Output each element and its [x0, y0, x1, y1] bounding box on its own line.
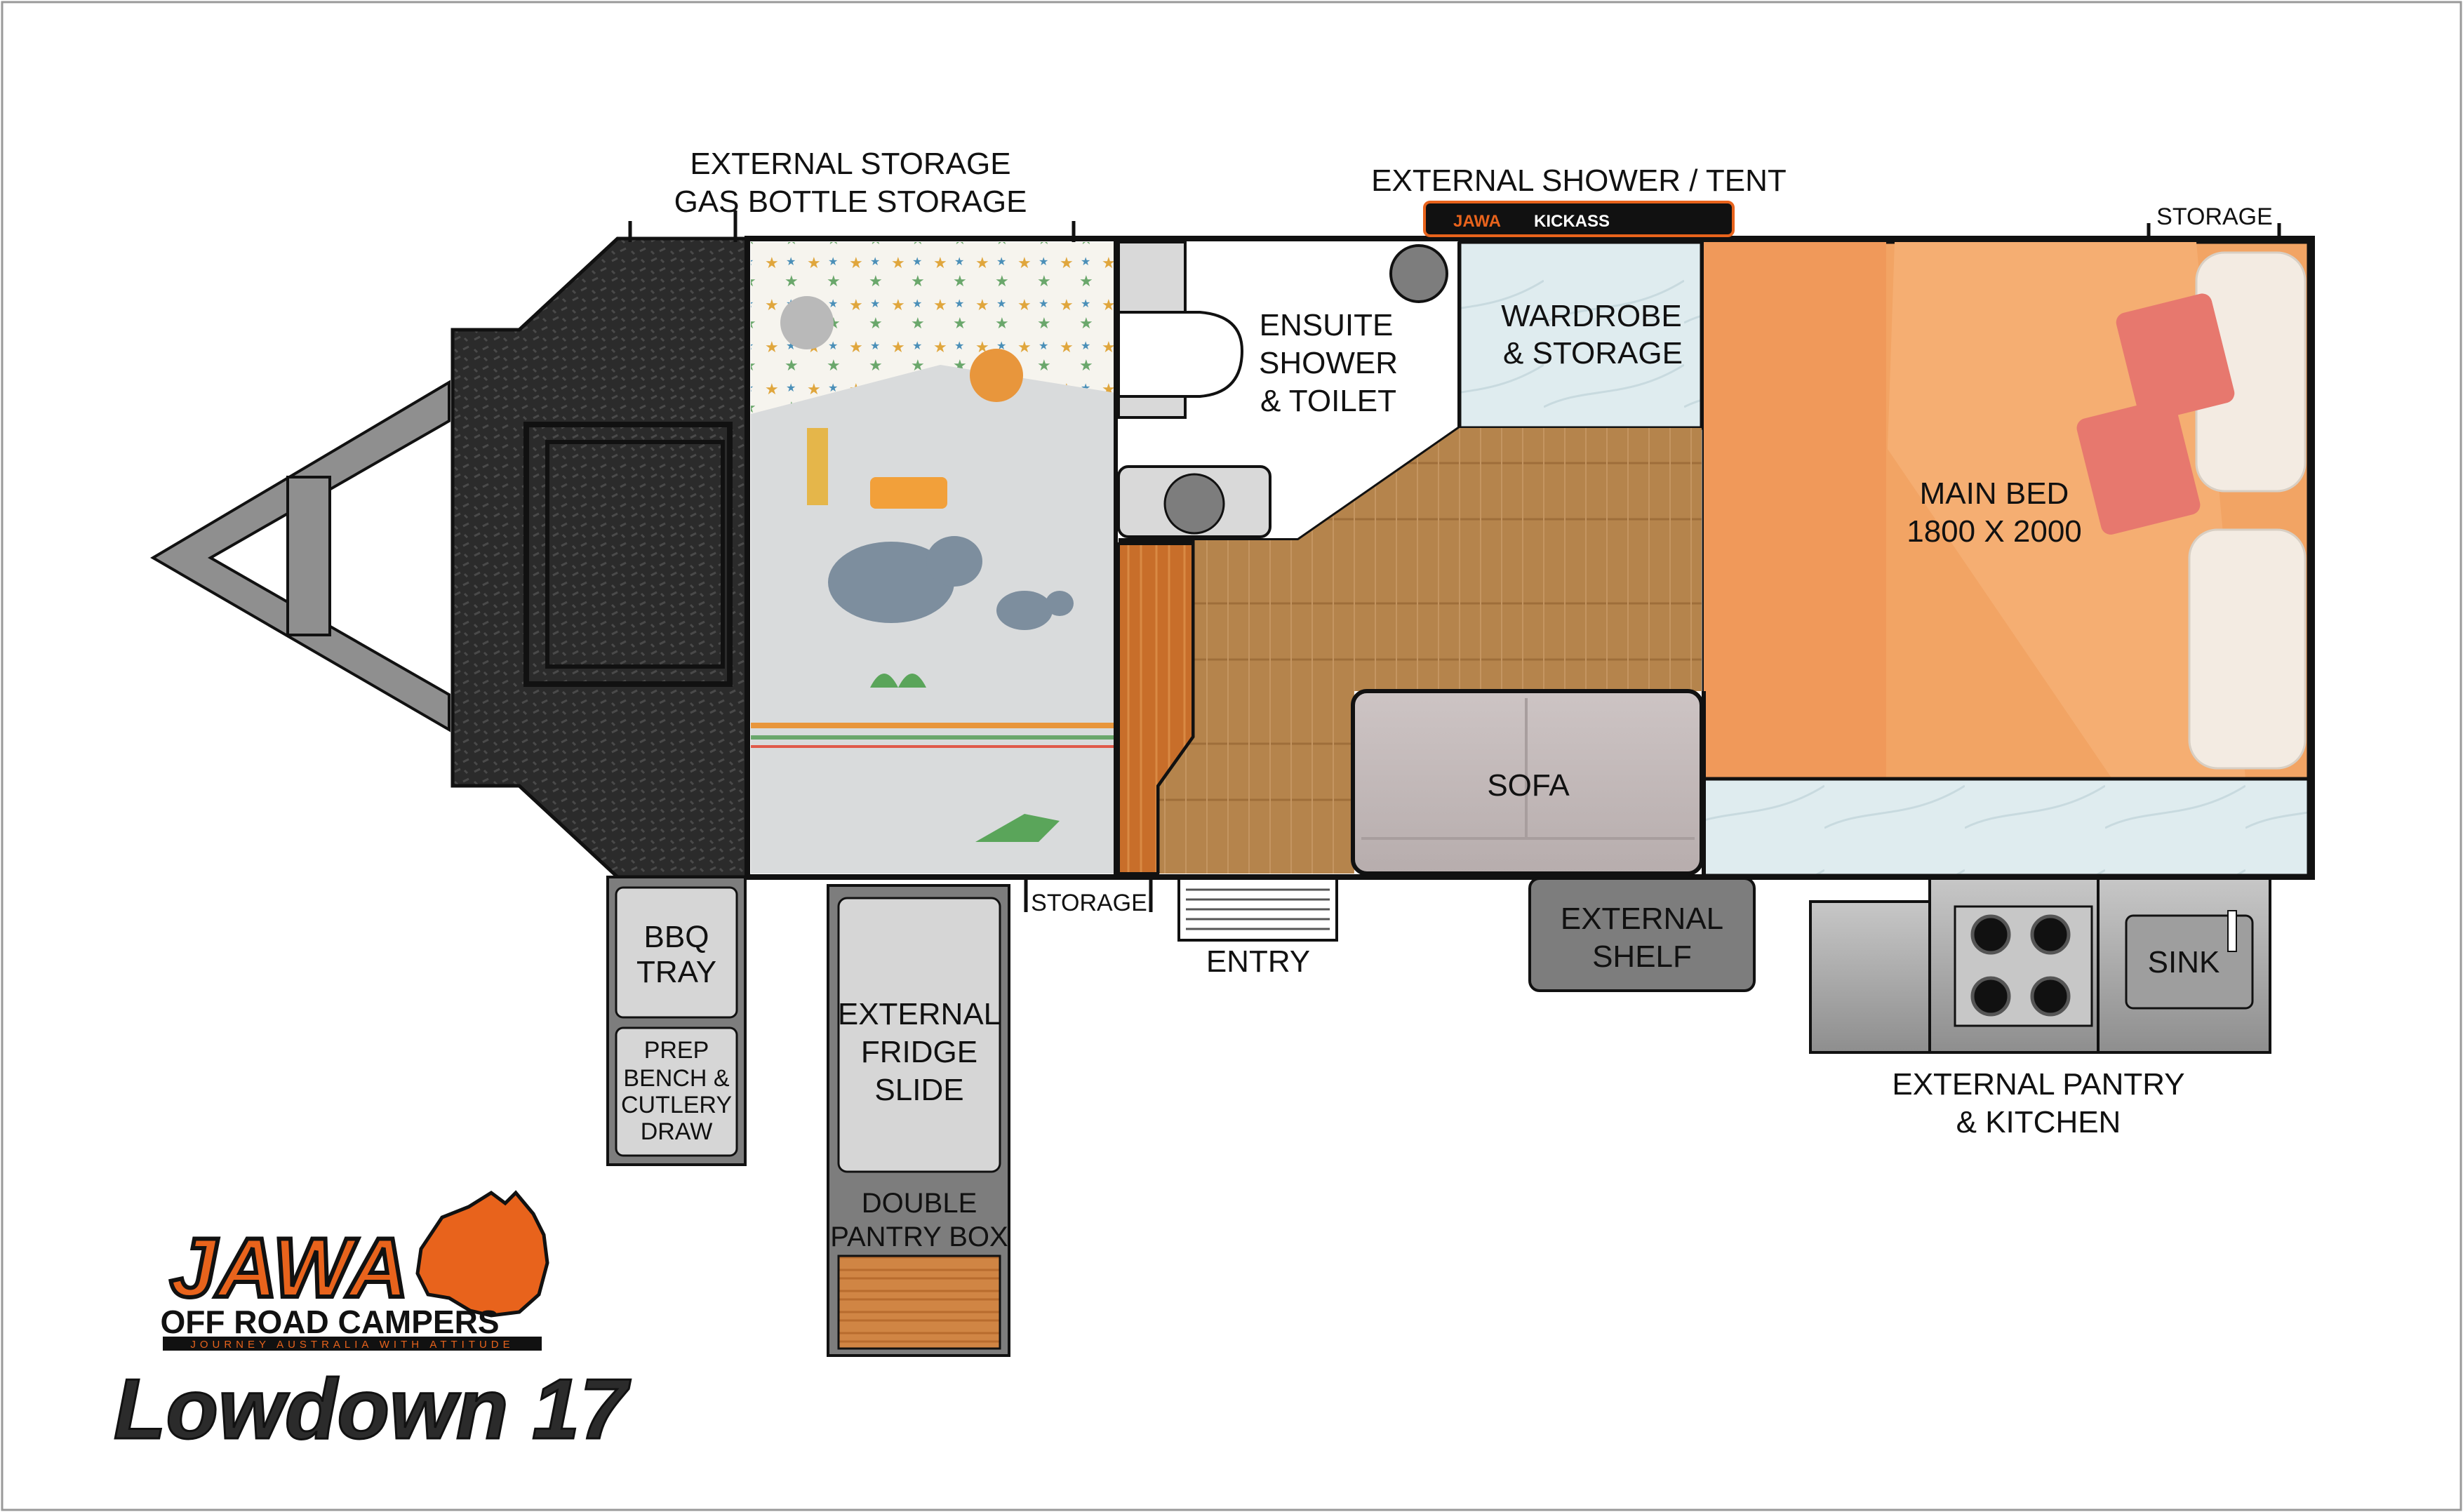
bbq-prep-unit [606, 876, 747, 1166]
wardrobe [1457, 240, 1704, 430]
label-prep-2: BENCH & [623, 1065, 729, 1092]
label-wardrobe-1: WARDROBE [1501, 299, 1682, 333]
label-kitchen-1: EXTERNAL PANTRY [1892, 1067, 2184, 1102]
label-gas-bottle-storage: GAS BOTTLE STORAGE [674, 185, 1027, 219]
sink-tap-icon [2227, 910, 2237, 952]
label-main-bed-1: MAIN BED [1920, 476, 2069, 511]
label-external-storage: EXTERNAL STORAGE [690, 147, 1010, 181]
brand-logo: JAWA OFF ROAD CAMPERS JOURNEY AUSTRALIA … [161, 1190, 549, 1351]
dimension-ticks [628, 210, 2281, 912]
timber-floor [1158, 428, 1702, 874]
entry-step [1177, 877, 1338, 942]
a-frame-drawbar [150, 380, 450, 732]
label-ensuite-3: & TOILET [1260, 384, 1396, 418]
cooktop-burner [1970, 914, 2011, 955]
label-fridge-2: FRIDGE [861, 1035, 977, 1069]
label-sofa: SOFA [1487, 768, 1570, 803]
bunk-bed [751, 242, 1116, 874]
label-sink: SINK [2148, 945, 2220, 979]
label-prep-3: CUTLERY [621, 1092, 732, 1118]
label-main-bed-2: 1800 X 2000 [1907, 514, 2082, 549]
label-external-shower-tent: EXTERNAL SHOWER / TENT [1371, 163, 1787, 198]
external-shelf [1528, 877, 1756, 992]
label-shelf-2: SHELF [1592, 939, 1692, 974]
label-storage-mid: STORAGE [1031, 890, 1147, 916]
external-kitchen [1809, 877, 2271, 1054]
label-pantry-1: DOUBLE [862, 1188, 977, 1219]
logo-tagline: JOURNEY AUSTRALIA WITH ATTITUDE [190, 1339, 514, 1351]
logo-brand: JAWA [170, 1221, 408, 1315]
cooktop-burner [2030, 976, 2071, 1017]
ensuite [1117, 241, 1462, 542]
label-fridge-3: SLIDE [874, 1073, 963, 1107]
label-bbq-2: TRAY [636, 955, 716, 989]
bed-end-shelf [1702, 777, 2311, 878]
label-kitchen-2: & KITCHEN [1956, 1105, 2121, 1139]
label-prep-4: DRAW [641, 1118, 713, 1145]
label-prep-1: PREP [644, 1037, 709, 1064]
entry-step-panel [1117, 542, 1194, 875]
label-entry: ENTRY [1206, 944, 1310, 979]
awning-badge: JAWA KICKASS [1423, 201, 1735, 237]
awning-badge-left: JAWA [1453, 212, 1501, 231]
label-wardrobe-2: & STORAGE [1503, 336, 1683, 370]
main-bed [1702, 240, 2311, 781]
label-pantry-2: PANTRY BOX [830, 1222, 1008, 1252]
awning-badge-right: KICKASS [1534, 212, 1610, 231]
australia-map-icon [415, 1190, 549, 1318]
model-name: Lowdown 17 [114, 1361, 631, 1457]
fridge-slide-unit [827, 884, 1010, 1357]
label-ensuite-2: SHOWER [1259, 346, 1398, 380]
logo-subtitle: OFF ROAD CAMPERS [161, 1304, 500, 1340]
label-bbq-1: BBQ [644, 920, 709, 954]
label-storage-top: STORAGE [2156, 203, 2273, 230]
label-ensuite-1: ENSUITE [1260, 308, 1394, 342]
cooktop-burner [1970, 976, 2011, 1017]
cooktop-burner [2030, 914, 2071, 955]
label-fridge-1: EXTERNAL [838, 997, 1001, 1031]
label-shelf-1: EXTERNAL [1561, 902, 1723, 936]
front-storage-box [450, 236, 749, 879]
